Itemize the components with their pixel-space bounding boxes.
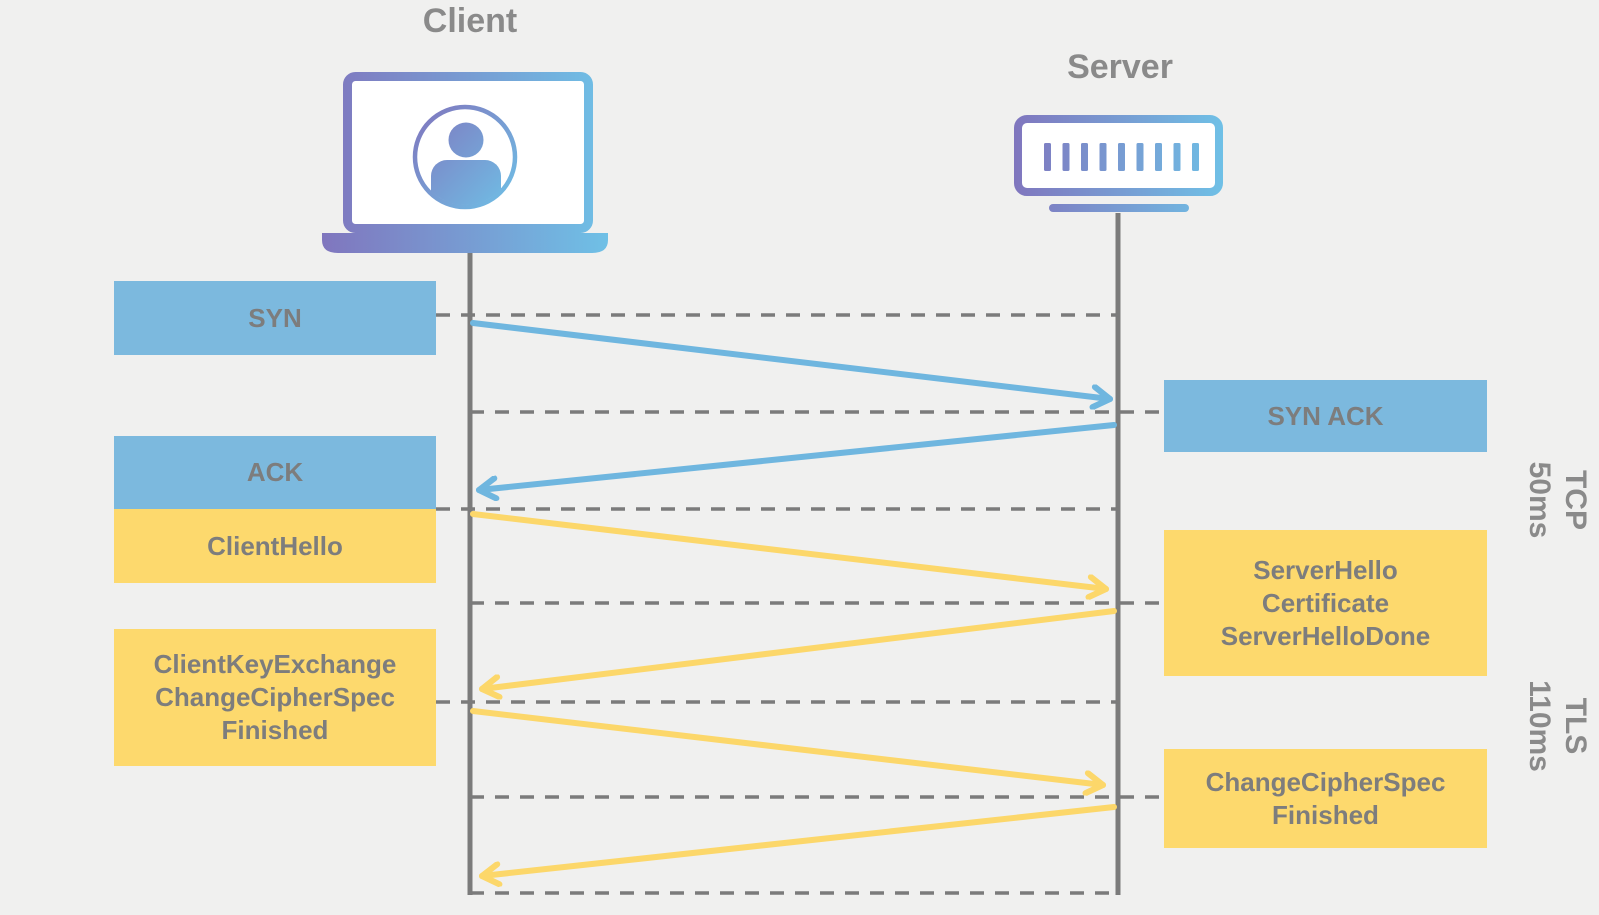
server-hello-box: ServerHello Certificate ServerHelloDone — [1164, 530, 1487, 676]
syn-ack-box: SYN ACK — [1164, 380, 1487, 452]
client-hello-box: ClientHello — [114, 509, 436, 583]
tls-phase-label: TLS 110ms — [1515, 666, 1599, 786]
client-key-exchange-box: ClientKeyExchange ChangeCipherSpec Finis… — [114, 629, 436, 766]
avatar-head — [448, 122, 484, 158]
tls-phase-text: TLS 110ms — [1523, 680, 1592, 772]
syn-label: SYN — [248, 302, 302, 333]
syn-box: SYN — [114, 281, 436, 355]
syn-ack-arrow — [479, 422, 1117, 490]
ack-box: ACK — [114, 436, 436, 509]
tcp-phase-label: TCP 50ms — [1515, 440, 1599, 560]
server-hello-arrow — [482, 608, 1117, 689]
avatar-circle — [412, 104, 518, 210]
server-icon — [1014, 115, 1223, 212]
server-vents — [1044, 143, 1199, 171]
laptop-base — [322, 233, 608, 253]
change-cipher-spec-box: ChangeCipherSpec Finished — [1164, 749, 1487, 848]
client-hello-label: ClientHello — [207, 530, 343, 561]
server-hello-label: ServerHello Certificate ServerHelloDone — [1220, 554, 1431, 651]
client-key-exchange-arrow — [470, 708, 1103, 785]
change-cipher-spec-arrow — [482, 804, 1117, 876]
syn-arrow — [470, 320, 1110, 399]
ack-label: ACK — [246, 457, 304, 487]
tcp-phase-text: TCP 50ms — [1523, 461, 1592, 539]
server-base — [1049, 204, 1189, 212]
server-title: Server — [970, 48, 1270, 87]
change-cipher-spec-label: ChangeCipherSpec Finished — [1205, 766, 1446, 830]
laptop-user-icon — [322, 72, 608, 253]
client-hello-arrow — [470, 511, 1106, 589]
server-title-text: Server — [1067, 48, 1173, 86]
client-key-exchange-label: ClientKeyExchange ChangeCipherSpec Finis… — [153, 649, 397, 745]
client-title-text: Client — [422, 2, 518, 40]
avatar-body — [431, 160, 501, 205]
client-title: Client — [320, 2, 620, 41]
syn-ack-label: SYN ACK — [1267, 400, 1384, 431]
